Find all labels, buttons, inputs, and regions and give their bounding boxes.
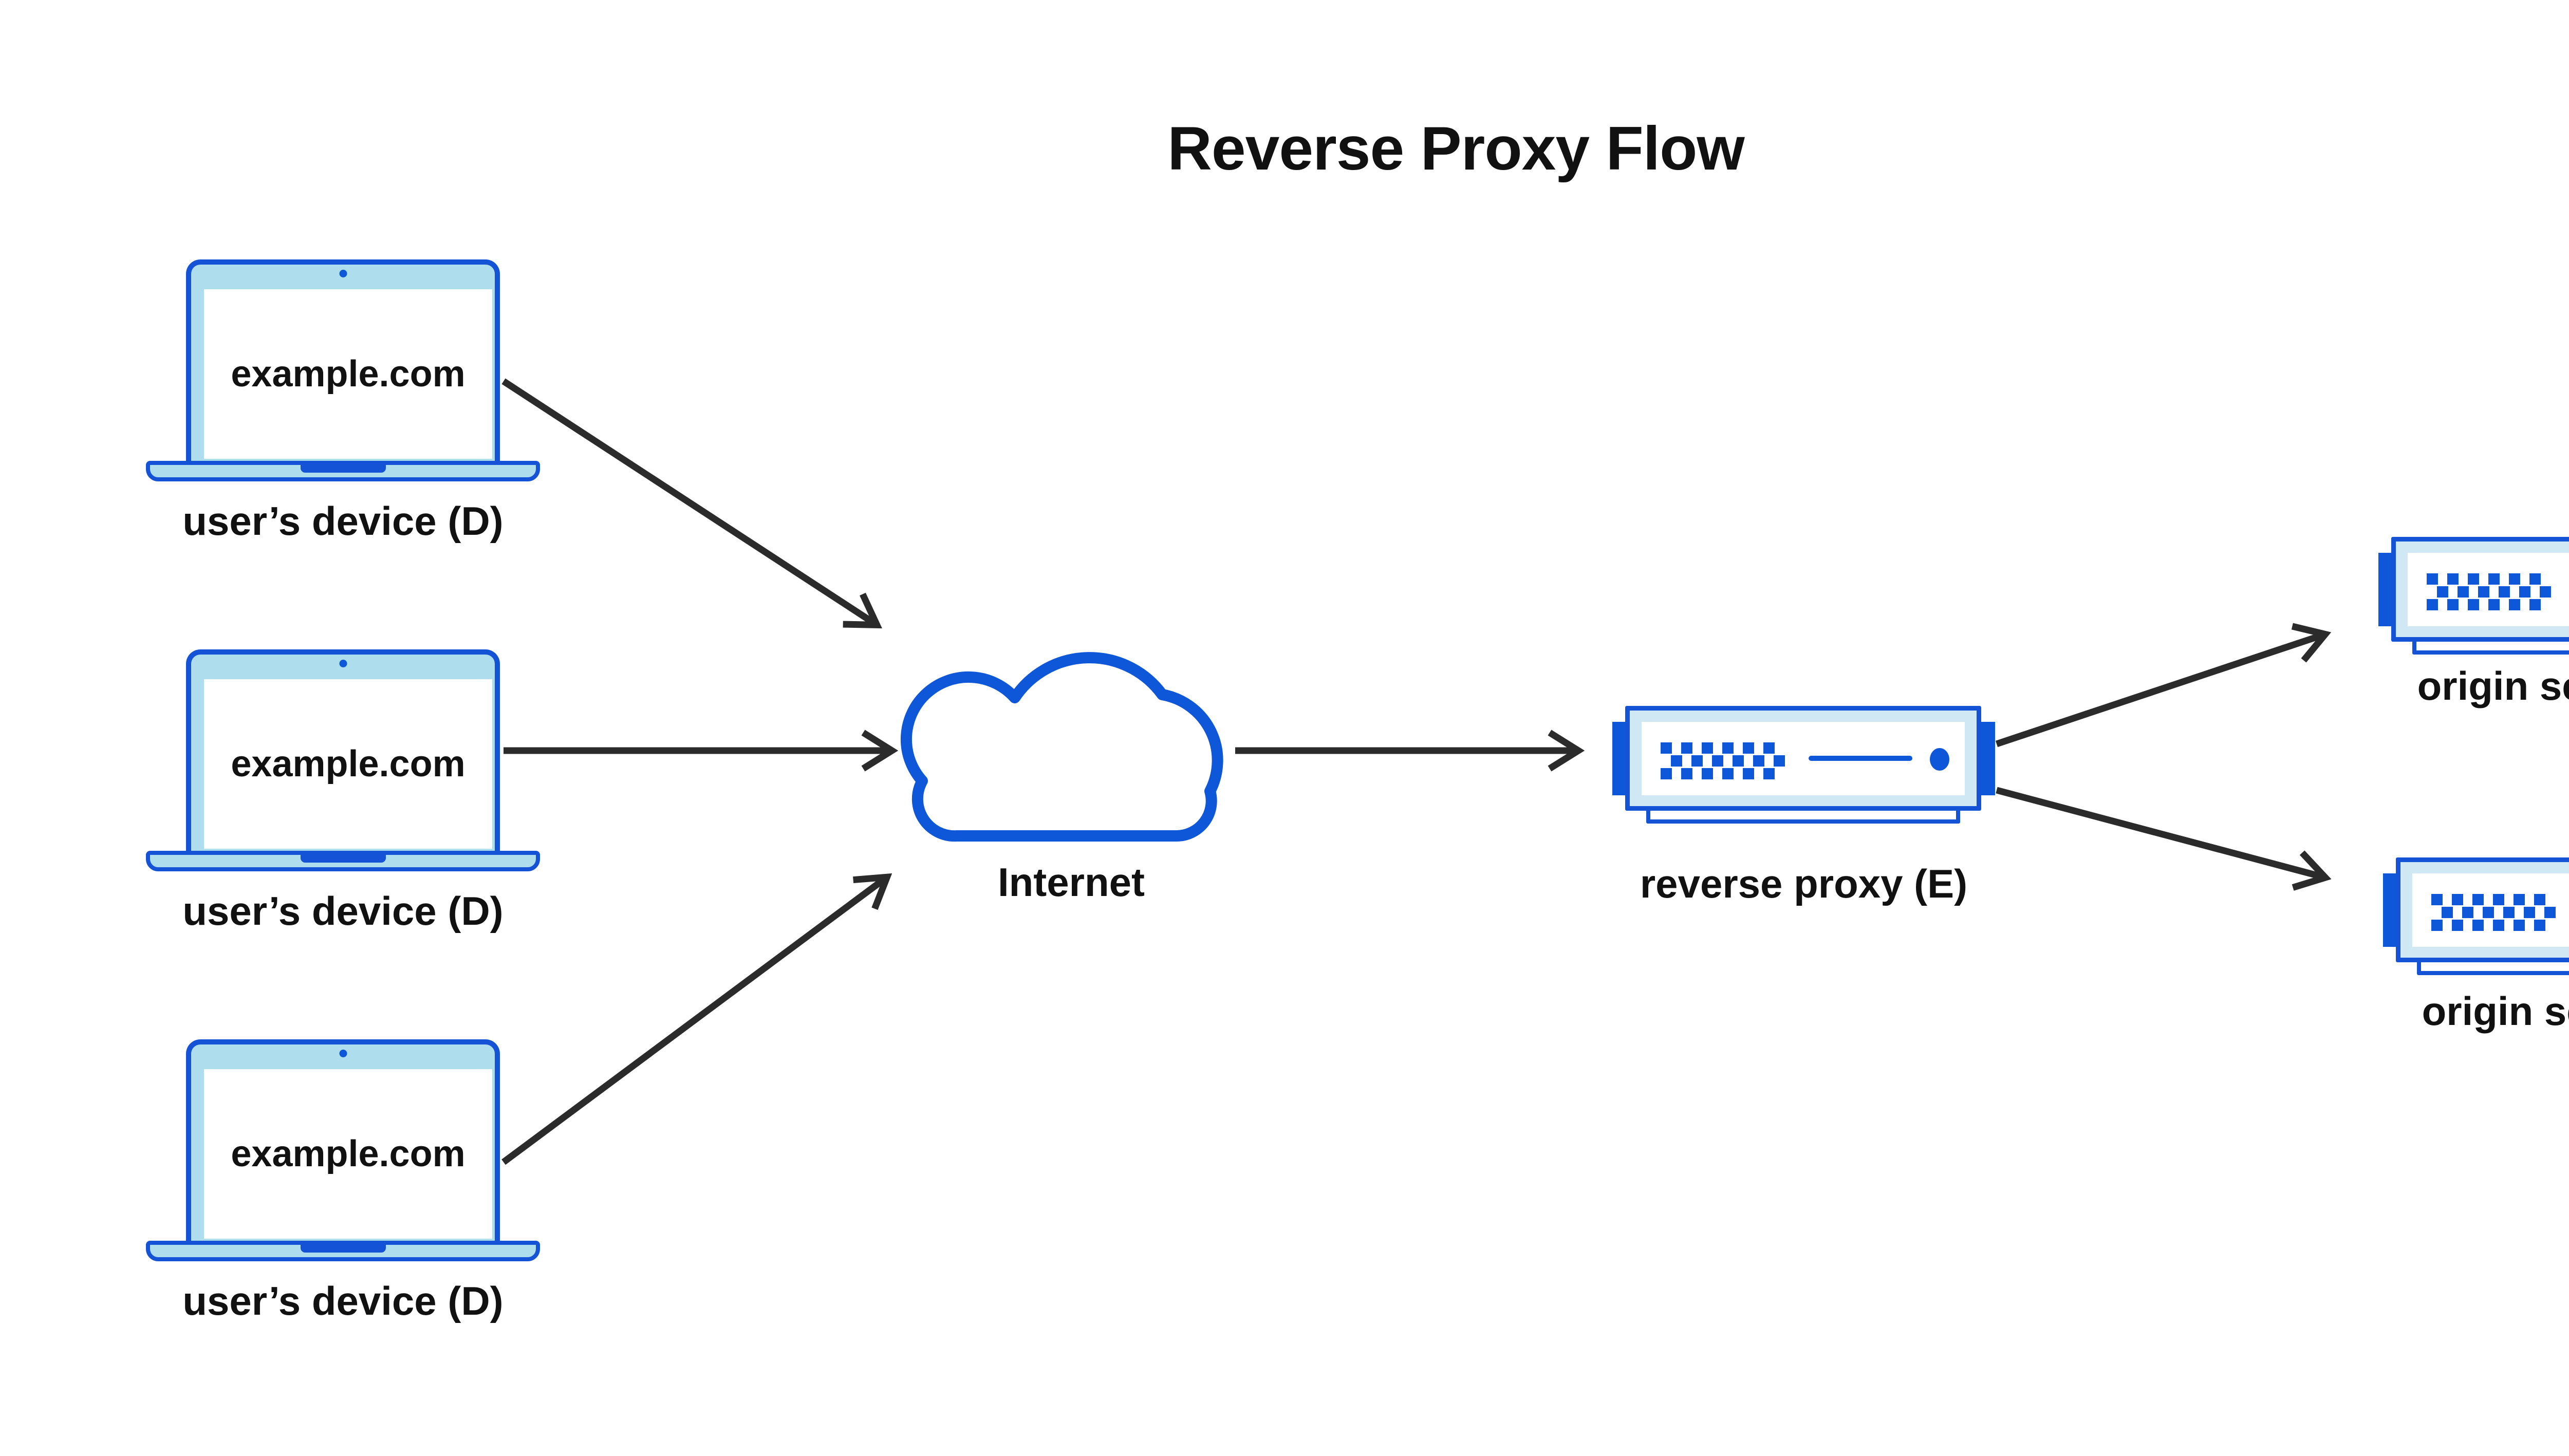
device-screen-text: example.com	[231, 743, 466, 785]
server-icon	[1625, 706, 1981, 811]
server-icon	[2396, 857, 2569, 962]
server-vents-icon	[2427, 573, 2560, 612]
origin-server-label: origin server (F)	[2422, 988, 2569, 1034]
laptop-screen: example.com	[204, 1069, 492, 1239]
user-device-3: example.com user’s device (D)	[146, 1039, 540, 1348]
origin-server-label: origin server (F)	[2417, 663, 2569, 708]
arrow-reverse-proxy-origin1	[1995, 636, 2321, 748]
server-left-tab	[1612, 722, 1627, 795]
origin-server-2: origin server (F)	[2383, 857, 2569, 1073]
arrow-device1-internet	[501, 378, 873, 623]
arrow-device3-internet	[501, 880, 884, 1165]
laptop-screen: example.com	[204, 679, 492, 849]
page-title: Reverse Proxy Flow	[1167, 114, 1745, 183]
reverse-proxy: reverse proxy (E)	[1612, 706, 1995, 922]
reverse-proxy-label: reverse proxy (E)	[1640, 861, 1968, 906]
internet-label: Internet	[997, 860, 1145, 905]
server-icon	[2391, 537, 2569, 642]
server-face	[1642, 722, 1965, 795]
server-vents-icon	[2431, 894, 2565, 932]
camera-dot-icon	[339, 270, 347, 277]
laptop-base	[146, 851, 540, 871]
laptop-notch	[300, 465, 386, 473]
laptop-base	[146, 1241, 540, 1261]
laptop-screen: example.com	[204, 289, 492, 459]
server-left-tab	[2383, 873, 2397, 947]
laptop-notch	[300, 855, 386, 863]
camera-dot-icon	[339, 1050, 347, 1057]
device-screen-text: example.com	[231, 1133, 466, 1174]
server-face	[2408, 553, 2569, 626]
camera-dot-icon	[339, 660, 347, 667]
cloud-icon	[900, 652, 1223, 842]
laptop-icon: example.com	[186, 259, 500, 463]
arrow-reverse-proxy-origin2	[1996, 787, 2321, 876]
laptop-icon: example.com	[186, 1039, 500, 1243]
user-device-2: example.com user’s device (D)	[146, 649, 540, 958]
server-face	[2412, 873, 2569, 947]
device-label: user’s device (D)	[182, 1278, 504, 1323]
laptop-base	[146, 461, 540, 481]
laptop-icon: example.com	[186, 649, 500, 853]
device-label: user’s device (D)	[182, 498, 504, 544]
server-slot-icon	[1809, 756, 1912, 761]
origin-server-1: origin server (F)	[2378, 537, 2569, 753]
device-screen-text: example.com	[231, 353, 466, 395]
device-label: user’s device (D)	[182, 888, 504, 934]
user-device-1: example.com user’s device (D)	[146, 259, 540, 568]
laptop-notch	[300, 1245, 386, 1253]
server-vents-icon	[1661, 742, 1794, 781]
server-left-tab	[2378, 553, 2393, 626]
server-right-tab	[1981, 722, 1995, 795]
server-power-dot-icon	[1930, 748, 1949, 771]
